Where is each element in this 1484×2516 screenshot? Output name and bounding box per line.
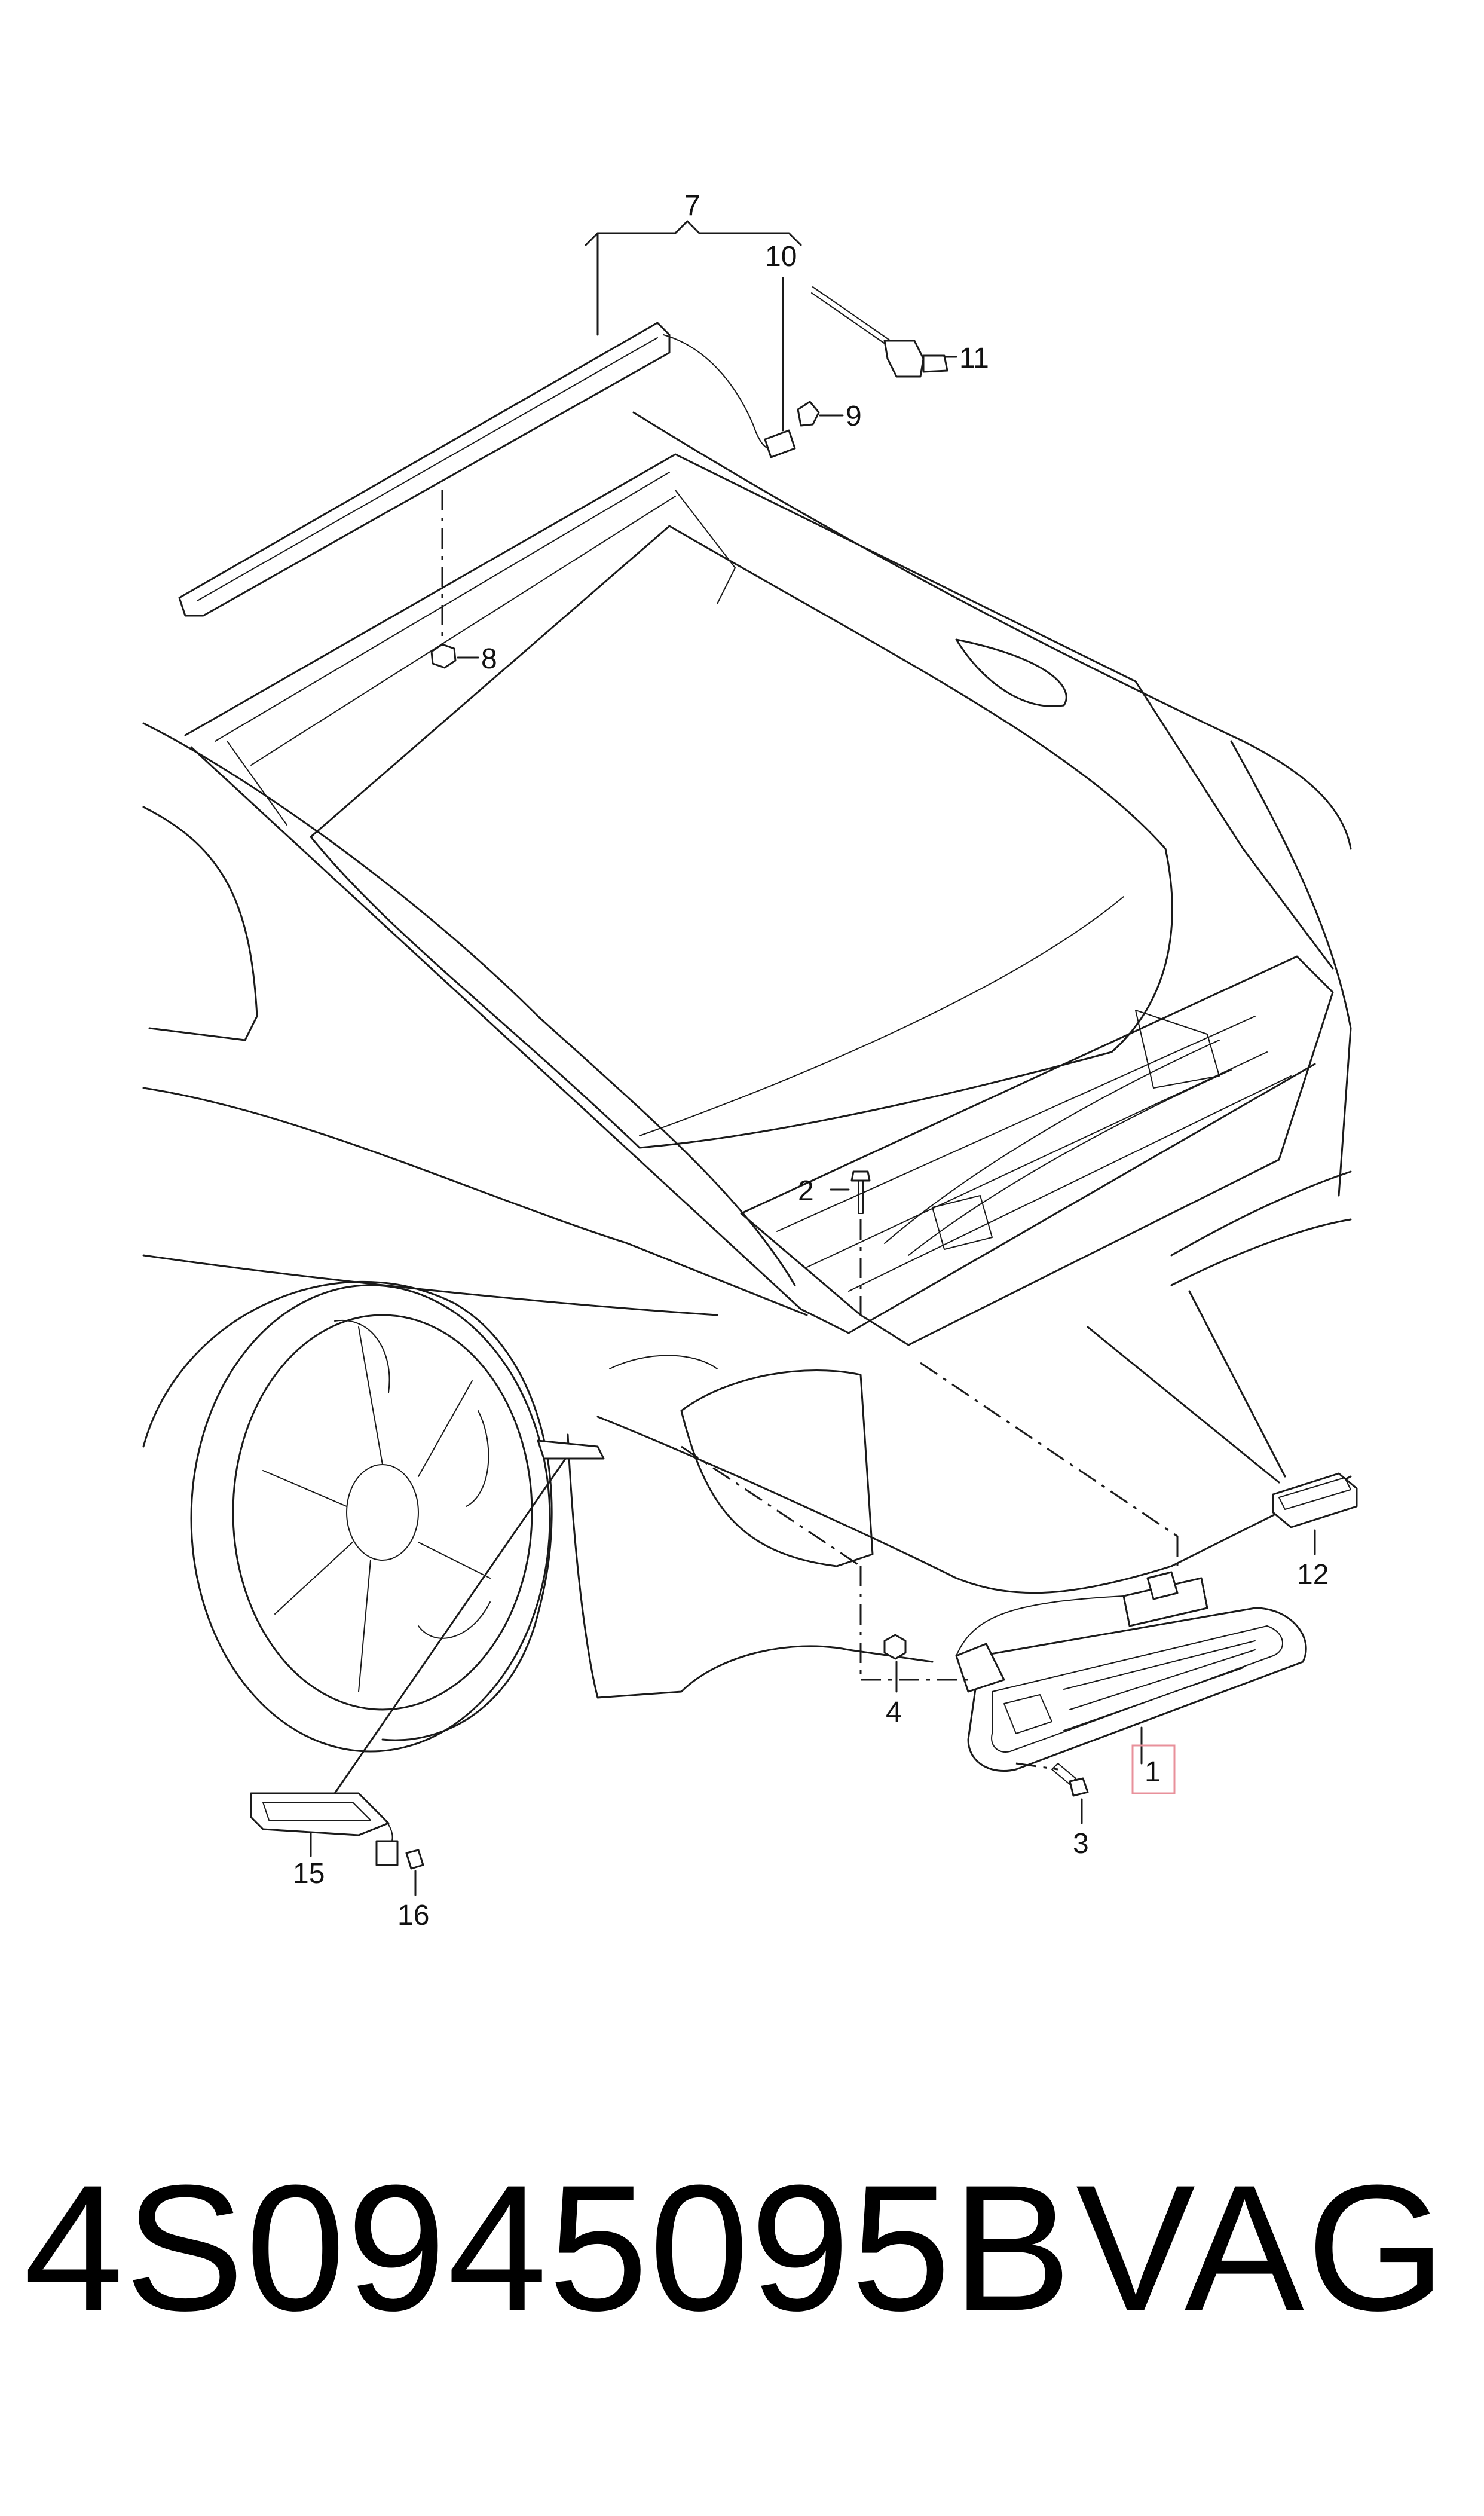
part-16-connector [375, 1817, 424, 1896]
callout-label-7: 7 [684, 190, 700, 222]
callout-labels: 7 10 11 9 8 2 12 4 1 3 15 16 [293, 190, 1329, 1931]
callout-label-11: 11 [959, 343, 989, 374]
callout-label-2: 2 [798, 1175, 814, 1207]
part-3-bolt [1015, 1762, 1089, 1824]
callout-label-3: 3 [1073, 1828, 1089, 1860]
part-15-side-marker [250, 1439, 605, 1857]
part-8-nut [430, 490, 479, 669]
callout-label-15: 15 [293, 1858, 325, 1890]
part-2-screw [830, 1170, 871, 1315]
part-9-clip [797, 401, 844, 427]
callout-1-highlight-box [1131, 1744, 1176, 1794]
part-11-cable [811, 286, 957, 378]
callout-label-4: 4 [886, 1696, 902, 1728]
part-1-rear-light [955, 1571, 1307, 1772]
part-12-plate-light [1087, 1290, 1358, 1555]
callout-7-bracket [585, 220, 802, 336]
footer: 4S0945095B VAG [0, 2128, 1484, 2367]
part-7-spoiler [178, 322, 796, 617]
callout-label-1: 1 [1145, 1756, 1161, 1788]
part-number: 4S0945095B [24, 2147, 1073, 2348]
part-4-nut [681, 1362, 1179, 1693]
brand-name: VAG [1076, 2147, 1449, 2348]
callout-label-12: 12 [1297, 1559, 1329, 1591]
callout-label-10: 10 [765, 241, 797, 273]
callout-label-9: 9 [846, 401, 862, 432]
car-body [142, 411, 1352, 1699]
rear-wheel [142, 1280, 553, 1753]
callout-label-8: 8 [481, 643, 497, 675]
callout-label-16: 16 [397, 1900, 429, 1931]
